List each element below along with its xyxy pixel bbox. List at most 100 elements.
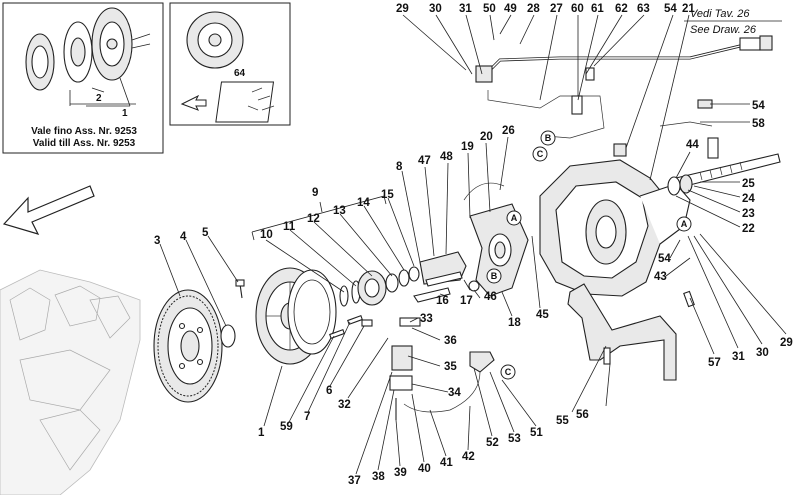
hydraulic-lines xyxy=(475,35,773,159)
callout-32: 32 xyxy=(338,399,351,411)
callout-27: 27 xyxy=(550,3,563,15)
callout-62: 62 xyxy=(615,3,628,15)
release-bearing-stack xyxy=(339,266,420,307)
spacer-ring xyxy=(220,324,236,348)
svg-text:B: B xyxy=(545,133,552,143)
svg-text:A: A xyxy=(681,219,688,229)
callout-49: 49 xyxy=(504,3,517,15)
callout-43: 43 xyxy=(654,271,667,283)
callout-41: 41 xyxy=(440,457,453,469)
callout-21: 21 xyxy=(682,3,695,15)
callout-55: 55 xyxy=(556,415,569,427)
callout-8: 8 xyxy=(396,161,403,173)
callout-60: 60 xyxy=(571,3,584,15)
callout-16: 16 xyxy=(436,295,449,307)
callout-34: 34 xyxy=(448,387,461,399)
inset-arrow-icon xyxy=(180,94,207,111)
callout-22: 22 xyxy=(742,223,755,235)
callout-31-top: 31 xyxy=(459,3,472,15)
clutch-assembly xyxy=(255,267,337,365)
callout-63: 63 xyxy=(637,3,650,15)
callout-25: 25 xyxy=(742,178,755,190)
callout-4: 4 xyxy=(180,231,187,243)
callout-57: 57 xyxy=(708,357,721,369)
ref-badge-b2: B xyxy=(486,268,502,284)
callout-48: 48 xyxy=(440,151,453,163)
callout-15: 15 xyxy=(381,189,394,201)
ref-badge-a2: A xyxy=(676,216,692,232)
callout-3: 3 xyxy=(154,235,160,247)
direction-arrow-icon xyxy=(2,185,95,235)
callout-26: 26 xyxy=(502,125,515,137)
callout-59: 59 xyxy=(280,421,293,433)
callout-29-bottom: 29 xyxy=(780,337,793,349)
cross-ref-line2: See Draw. 26 xyxy=(690,24,757,36)
callout-37: 37 xyxy=(348,475,361,487)
bolt-5 xyxy=(235,279,245,299)
callout-10: 10 xyxy=(260,229,273,241)
callout-31-bottom: 31 xyxy=(732,351,745,363)
callout-23: 23 xyxy=(742,208,755,220)
cross-reference: Vedi Tav. 26 See Draw. 26 xyxy=(684,8,782,36)
release-fork xyxy=(413,251,480,303)
svg-text:C: C xyxy=(505,367,512,377)
flywheel xyxy=(153,289,223,403)
ref-badge-a1: A xyxy=(506,210,522,226)
callout-40: 40 xyxy=(418,463,431,475)
callout-30-bottom: 30 xyxy=(756,347,769,359)
leader-lines xyxy=(159,14,787,475)
callout-33: 33 xyxy=(420,313,433,325)
callout-17: 17 xyxy=(460,295,473,307)
inset-left-label-2: 2 xyxy=(96,93,102,104)
svg-text:B: B xyxy=(491,271,498,281)
callout-56: 56 xyxy=(576,409,589,421)
callout-51: 51 xyxy=(530,427,543,439)
callout-35: 35 xyxy=(444,361,457,373)
ref-badge-b1: B xyxy=(540,130,556,146)
guide-support xyxy=(463,182,529,297)
inset-kit-64: 64 xyxy=(169,2,291,126)
callout-5: 5 xyxy=(202,227,209,239)
gearbox-housing xyxy=(539,159,691,297)
callout-29-top: 29 xyxy=(396,3,409,15)
callout-28: 28 xyxy=(527,3,540,15)
callout-47: 47 xyxy=(418,155,431,167)
callout-6: 6 xyxy=(326,385,332,397)
callout-30-top: 30 xyxy=(429,3,442,15)
callout-61: 61 xyxy=(591,3,604,15)
callout-13: 13 xyxy=(333,205,346,217)
callout-54-top: 54 xyxy=(664,3,677,15)
ref-badge-c1: C xyxy=(532,146,548,162)
callout-54-mid: 54 xyxy=(658,253,671,265)
callout-54-right: 54 xyxy=(752,100,765,112)
callout-46: 46 xyxy=(484,291,497,303)
callout-52: 52 xyxy=(486,437,499,449)
callout-19: 19 xyxy=(461,141,474,153)
inset-left-label-1: 1 xyxy=(122,108,128,119)
callout-7: 7 xyxy=(304,411,310,423)
callout-14: 14 xyxy=(357,197,370,209)
callout-11: 11 xyxy=(283,221,296,233)
callout-1: 1 xyxy=(258,427,265,439)
callout-24: 24 xyxy=(742,193,755,205)
callout-38: 38 xyxy=(372,471,385,483)
callout-45: 45 xyxy=(536,309,549,321)
inset-note-it: Vale fino Ass. Nr. 9253 xyxy=(31,126,137,137)
callout-36: 36 xyxy=(444,335,457,347)
input-shaft xyxy=(667,153,781,196)
callout-58: 58 xyxy=(752,118,765,130)
callout-20: 20 xyxy=(480,131,493,143)
callout-42: 42 xyxy=(462,451,475,463)
ref-badge-c2: C xyxy=(500,364,516,380)
callout-44: 44 xyxy=(686,139,699,151)
small-bolts xyxy=(329,315,373,339)
inset-note-en: Valid till Ass. Nr. 9253 xyxy=(33,138,136,149)
callout-18: 18 xyxy=(508,317,521,329)
callout-53: 53 xyxy=(508,433,521,445)
inset-right-label-64: 64 xyxy=(234,68,246,79)
engine-block xyxy=(0,269,141,495)
sensors xyxy=(389,317,495,420)
callout-9: 9 xyxy=(312,187,318,199)
svg-text:A: A xyxy=(511,213,518,223)
